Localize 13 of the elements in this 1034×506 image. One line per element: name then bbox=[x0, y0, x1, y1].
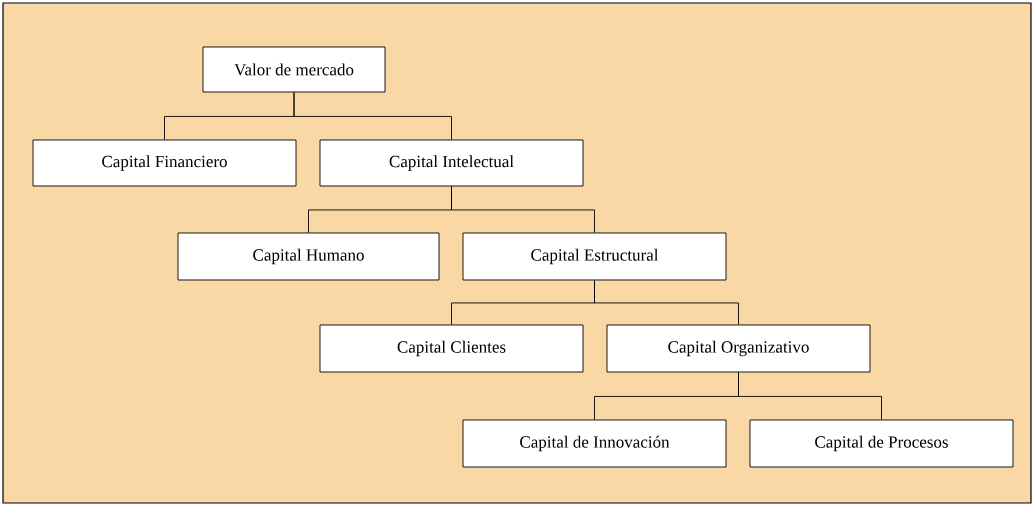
text-box: Capital Organizativo bbox=[606, 324, 871, 373]
text-box: Capital Intelectual bbox=[319, 139, 584, 187]
connector bbox=[738, 372, 882, 420]
text-box: Capital Clientes bbox=[319, 324, 584, 373]
connector bbox=[451, 186, 595, 233]
text-box: Capital Estructural bbox=[462, 232, 727, 281]
text-box: Capital Financiero bbox=[32, 139, 297, 187]
connector bbox=[293, 92, 452, 140]
connector bbox=[594, 280, 739, 325]
text-box: Capital Humano bbox=[177, 232, 440, 281]
text-box: Valor de mercado bbox=[202, 46, 386, 93]
text-box: Capital de Procesos bbox=[749, 419, 1014, 468]
text-box: Capital de Innovación bbox=[462, 419, 727, 468]
